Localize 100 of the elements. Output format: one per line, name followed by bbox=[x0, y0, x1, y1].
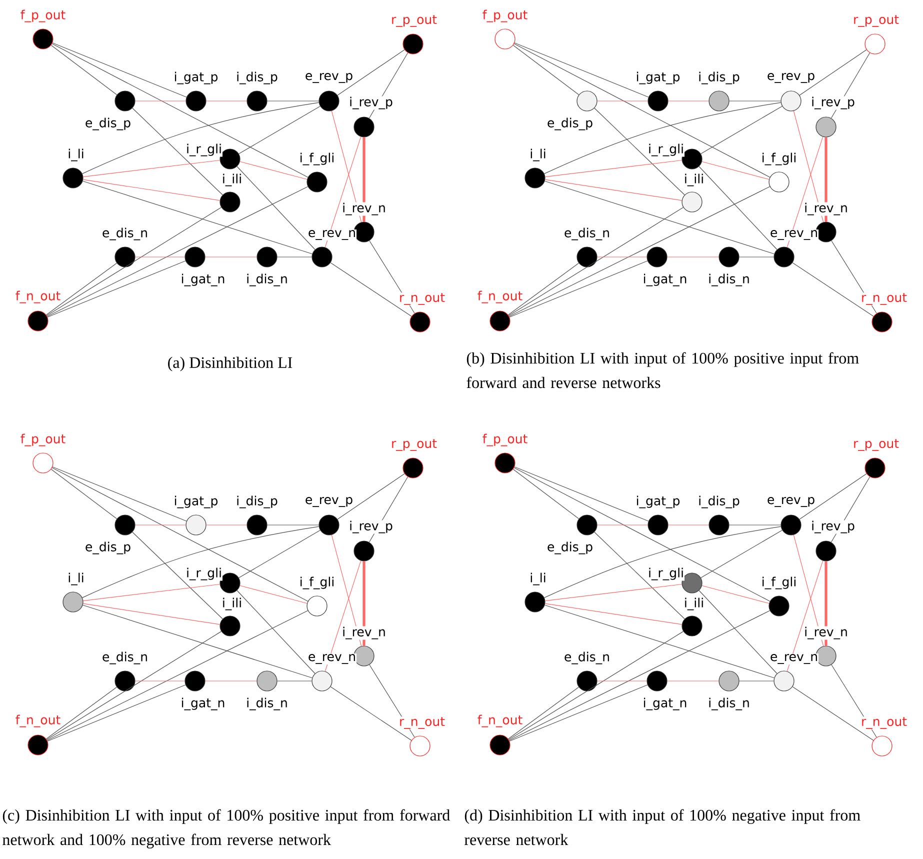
connection-line bbox=[512, 468, 580, 520]
node-label: i_r_gli bbox=[648, 567, 684, 581]
neuron-circle bbox=[184, 670, 206, 692]
connection-line bbox=[82, 584, 220, 602]
neuron-circle bbox=[648, 514, 668, 536]
connection-line bbox=[824, 137, 828, 222]
neuron-circle bbox=[718, 670, 740, 692]
neuron-circle bbox=[524, 168, 546, 188]
neuron-circle bbox=[768, 596, 790, 616]
connection-line bbox=[82, 180, 312, 254]
node-label: r_n_out bbox=[398, 292, 446, 306]
connection-line bbox=[330, 686, 412, 741]
connection-line bbox=[514, 42, 649, 98]
node-label: e_dis_p bbox=[546, 117, 594, 131]
neuron-circle bbox=[682, 148, 702, 170]
connection-line bbox=[46, 207, 222, 316]
connection-line bbox=[240, 585, 308, 604]
node-label: f_p_out bbox=[20, 9, 66, 23]
neuron-circle bbox=[28, 734, 48, 756]
node-label: f_n_out bbox=[476, 290, 524, 304]
connection-line bbox=[597, 100, 648, 102]
connection-line bbox=[514, 467, 770, 602]
connection-line bbox=[792, 686, 874, 741]
node-label: f_p_out bbox=[482, 9, 528, 23]
node-label: i_gat_p bbox=[635, 495, 681, 509]
connection-line bbox=[793, 110, 824, 222]
neuron-circle bbox=[708, 90, 730, 112]
connection-line bbox=[135, 680, 185, 682]
connection-line bbox=[236, 166, 316, 250]
node-label: e_rev_p bbox=[766, 496, 816, 508]
node-label: i_r_gli bbox=[186, 567, 222, 581]
node-label: i_dis_p bbox=[236, 71, 278, 85]
neuron-circle bbox=[312, 670, 332, 692]
connection-line bbox=[132, 108, 223, 196]
connection-line bbox=[82, 604, 312, 678]
node-label: i_gat_p bbox=[635, 71, 681, 85]
connection-line bbox=[508, 186, 770, 317]
node-label: i_f_gli bbox=[760, 576, 798, 590]
connection-line bbox=[362, 561, 366, 646]
neuron-circle bbox=[872, 312, 892, 332]
connection-line bbox=[331, 110, 362, 222]
connection-line bbox=[509, 260, 648, 318]
connection-line bbox=[277, 256, 312, 258]
neuron-circle bbox=[184, 246, 206, 268]
neuron-circle bbox=[220, 572, 240, 594]
connection-line bbox=[698, 166, 778, 250]
connection-line bbox=[52, 43, 308, 178]
node-label: r_n_out bbox=[860, 716, 908, 730]
node-label: i_gat_n bbox=[642, 697, 688, 711]
connection-line bbox=[799, 474, 867, 520]
connection-line bbox=[50, 468, 118, 520]
connection-line bbox=[330, 262, 412, 317]
node-label: r_n_out bbox=[398, 716, 446, 730]
neuron-circle bbox=[576, 90, 598, 112]
neuron-circle bbox=[186, 90, 206, 112]
connection-line bbox=[597, 680, 647, 682]
connection-line bbox=[700, 106, 782, 154]
node-label: r_p_out bbox=[852, 438, 900, 452]
connection-line bbox=[544, 102, 782, 174]
node-label: r_p_out bbox=[390, 14, 438, 28]
connection-line bbox=[668, 524, 709, 526]
neuron-circle bbox=[32, 28, 54, 50]
connection-line bbox=[668, 100, 709, 102]
neuron-circle bbox=[114, 514, 136, 536]
connection-line bbox=[82, 160, 220, 178]
connection-line bbox=[46, 262, 117, 316]
connection-line bbox=[514, 43, 770, 178]
connection-line bbox=[508, 207, 684, 316]
node-label: i_ili bbox=[683, 597, 705, 611]
neuron-circle bbox=[402, 458, 424, 478]
connection-line bbox=[46, 631, 222, 740]
neuron-circle bbox=[220, 192, 240, 212]
caption: (d) Disinhibition LI with input of 100% negative input from reverse network bbox=[464, 809, 860, 846]
neuron-circle bbox=[306, 596, 328, 616]
neuron-circle bbox=[246, 90, 268, 112]
node-label: i_rev_n bbox=[342, 202, 386, 216]
connection-line bbox=[508, 631, 684, 740]
connection-line bbox=[240, 161, 308, 180]
connection-line bbox=[508, 262, 580, 316]
neuron-circle bbox=[648, 90, 668, 112]
neuron-circle bbox=[494, 452, 516, 474]
node-label: i_dis_n bbox=[246, 697, 288, 711]
connection-line bbox=[46, 686, 117, 740]
connection-line bbox=[135, 524, 186, 526]
connection-line bbox=[206, 100, 247, 102]
connection-line bbox=[792, 262, 874, 317]
neuron-circle bbox=[312, 246, 332, 268]
node-label: f_p_out bbox=[20, 433, 66, 447]
connection-line bbox=[729, 100, 781, 102]
connection-line bbox=[82, 526, 320, 598]
neuron-circle bbox=[718, 246, 740, 268]
neuron-circle bbox=[524, 592, 546, 612]
neuron-circle bbox=[872, 736, 892, 756]
connection-line bbox=[362, 137, 366, 222]
connection-line bbox=[729, 524, 781, 526]
connection-line bbox=[544, 179, 682, 201]
neuron-circle bbox=[306, 172, 328, 192]
connection-line bbox=[594, 108, 685, 196]
neuron-circle bbox=[318, 90, 340, 112]
neuron-circle bbox=[490, 310, 510, 332]
